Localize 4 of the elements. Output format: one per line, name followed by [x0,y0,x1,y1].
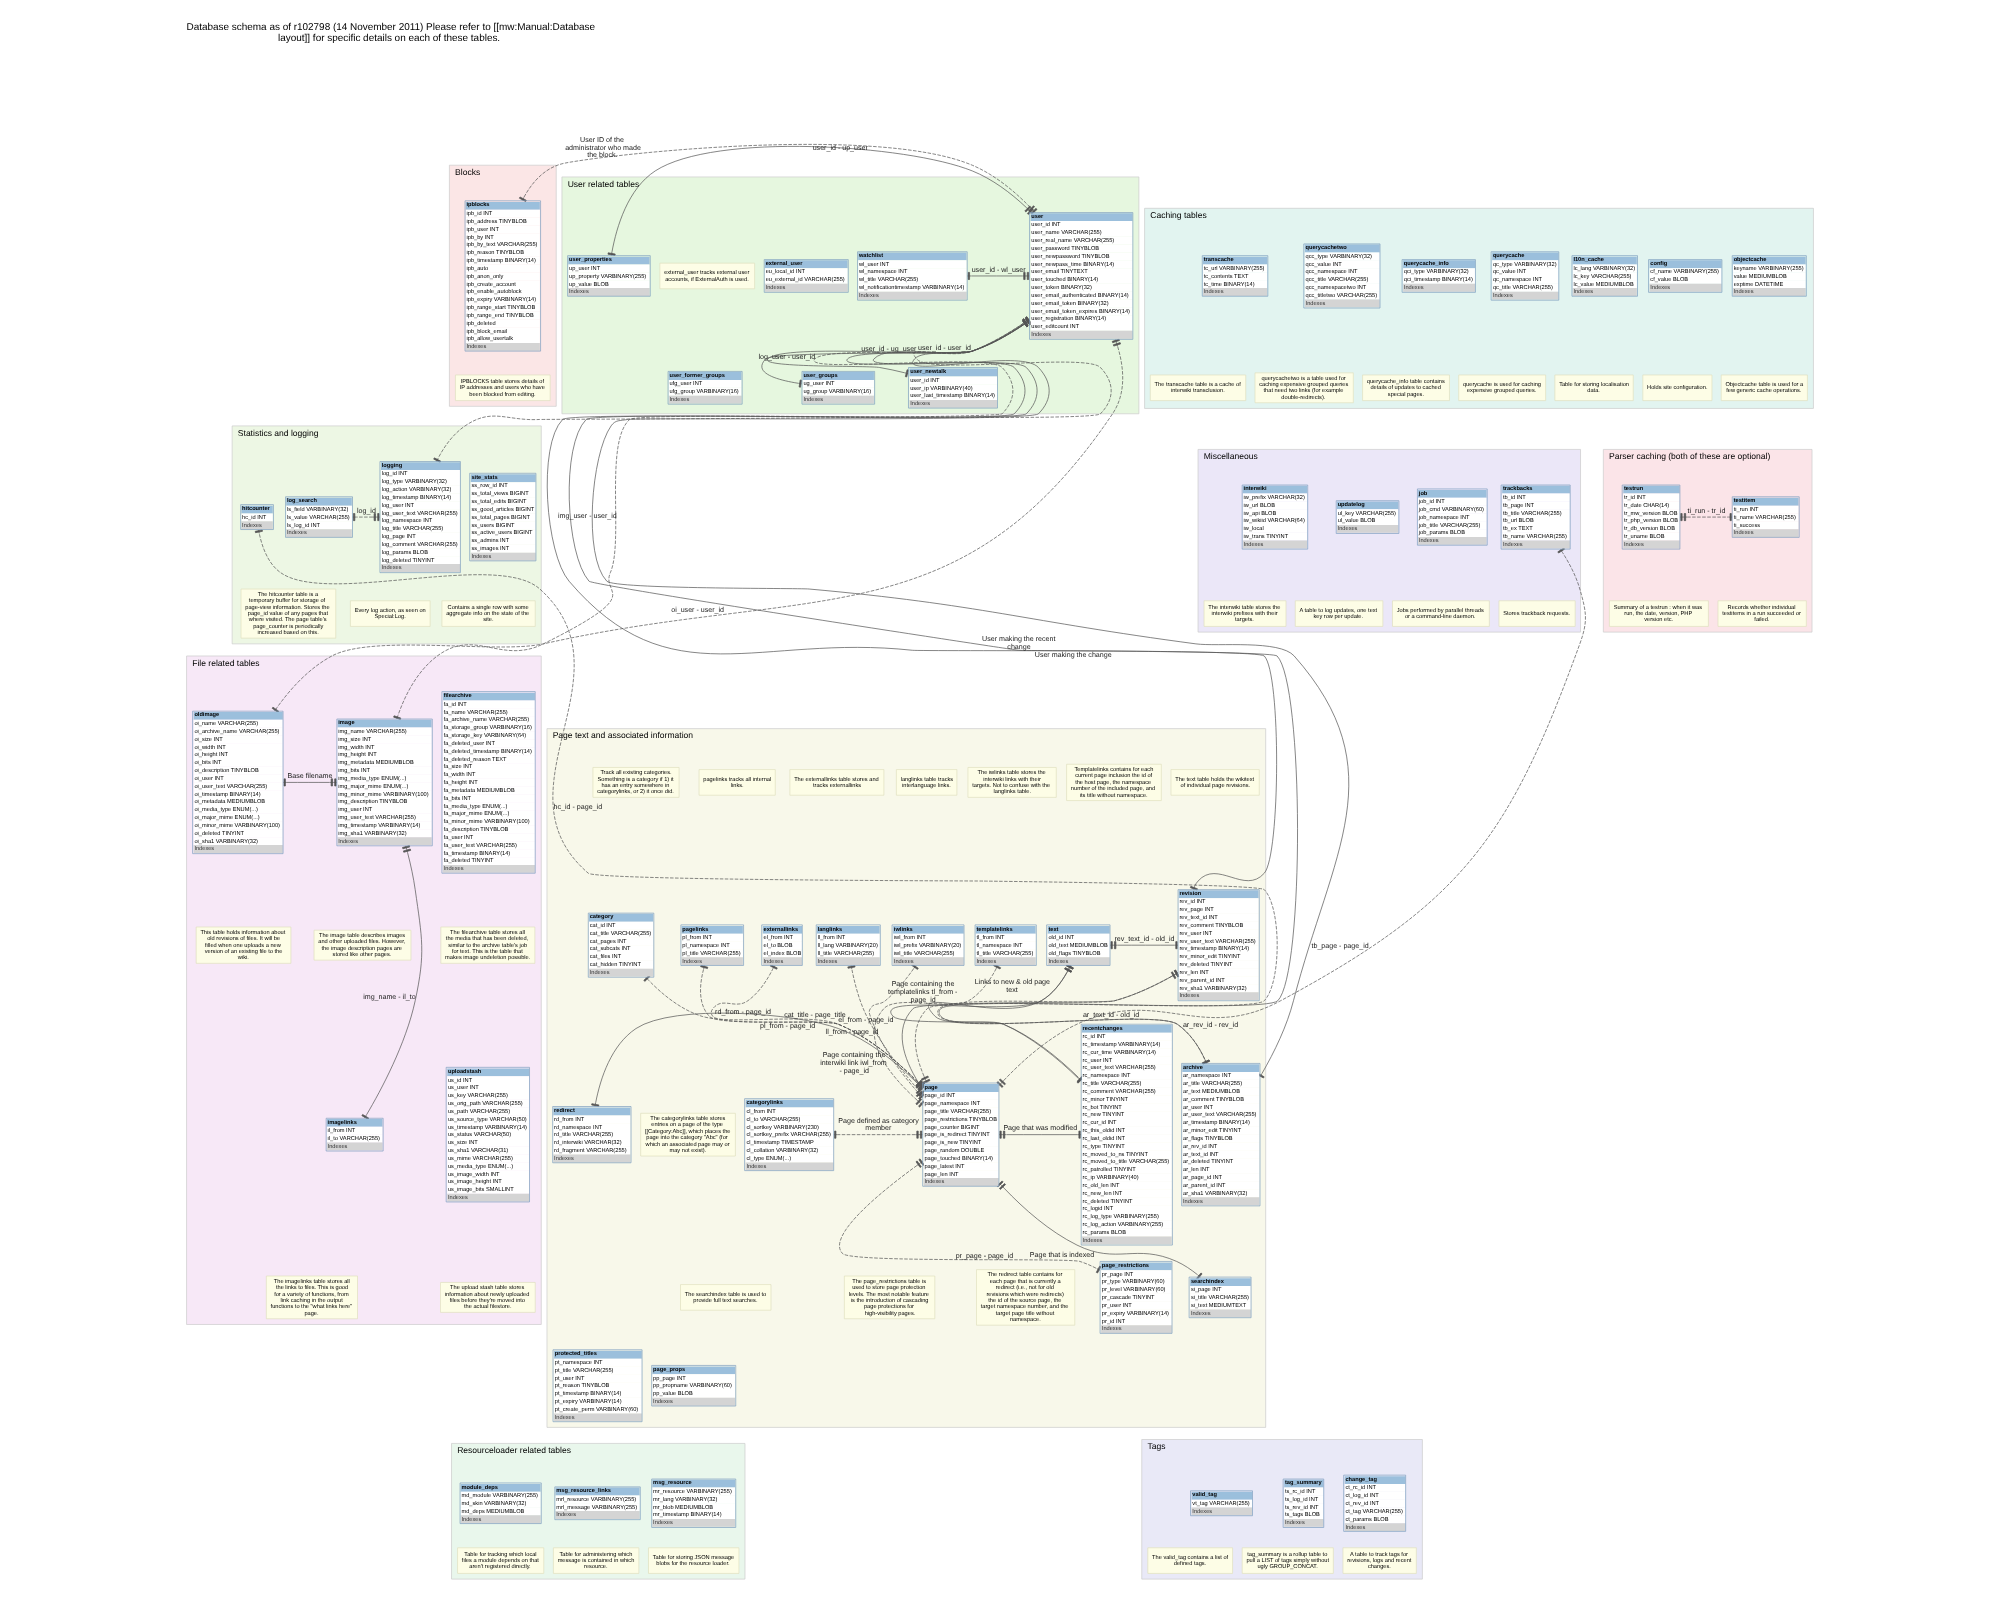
connector [833,1130,923,1139]
connector [998,1130,1082,1139]
connector [361,845,423,1120]
connector [282,778,338,787]
